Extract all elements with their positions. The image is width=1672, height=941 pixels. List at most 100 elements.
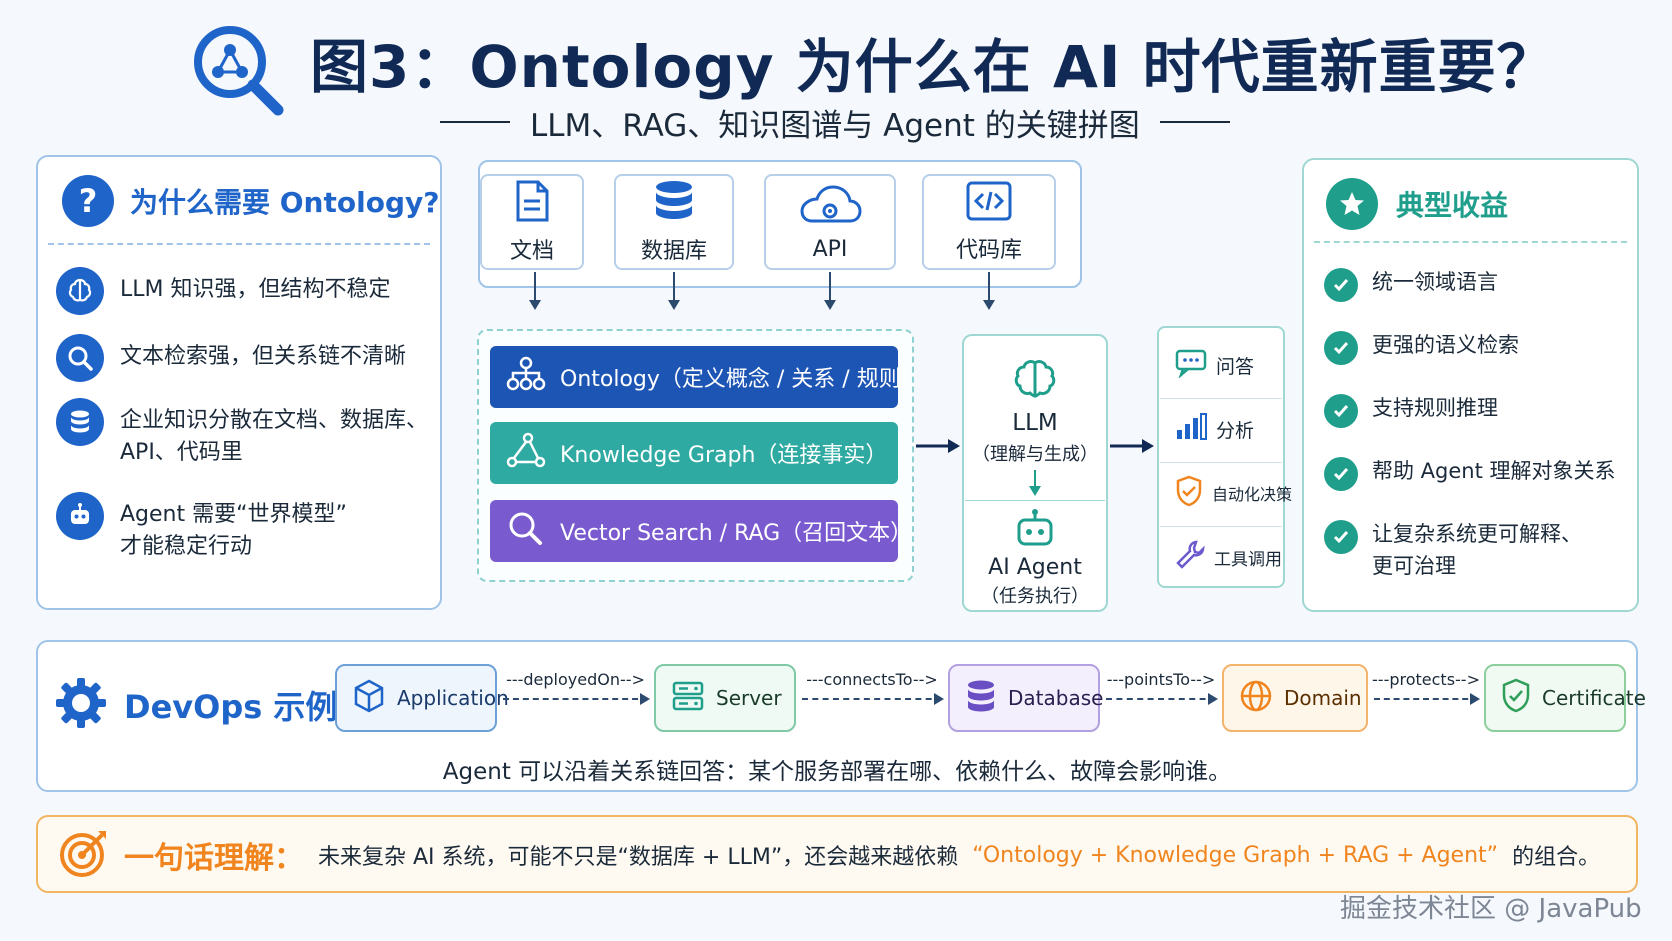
arrow-down [983,272,995,310]
page-title: 图3：Ontology 为什么在 AI 时代重新重要？ [310,33,1556,101]
devops-node-certificate: Certificate [1484,664,1646,732]
why-item-line: 才能稳定行动 [120,534,253,559]
check-icon [1324,394,1358,428]
benefit-line: 让复杂系统更可解释、 [1372,522,1582,546]
brain-icon [1012,358,1058,406]
edge-label: ---connectsTo--> [806,670,938,689]
output-divider [1160,398,1282,399]
output-item: 问答 [1160,334,1282,396]
shield-check-icon [1500,678,1532,719]
check-icon [1324,331,1358,365]
database-icon [964,678,998,719]
edge-label: ---deployedOn--> [506,670,645,689]
devops-node-domain: Domain [1222,664,1368,732]
layer-knowledge-graph: Knowledge Graph（连接事实） [490,422,898,484]
benefit-item: 支持规则推理 [1324,392,1634,428]
agent-title: AI Agent [988,555,1082,580]
benefits-header: 典型收益 [1326,178,1508,230]
subtitle-rule-left [440,121,510,123]
arrow-right [916,439,960,453]
devops-caption: Agent 可以沿着关系链回答：某个服务部署在哪、依赖什么、故障会影响谁。 [442,759,1232,785]
star-icon [1326,178,1378,230]
devops-edge: ---deployedOn--> [503,670,650,710]
source-database: 数据库 [614,174,734,270]
llm-subtitle: （理解与生成） [972,444,1098,465]
devops-node-server: Server [654,664,796,732]
devops-node-database: Database [948,664,1104,732]
chat-icon [1174,348,1208,382]
edge-label: ---pointsTo--> [1106,670,1216,689]
benefit-line: 更可治理 [1372,554,1456,578]
output-divider [1160,462,1282,463]
source-label: 文档 [509,239,554,264]
devops-node-application: Application [335,664,509,732]
summary-panel [36,815,1638,893]
robot-icon [56,492,104,540]
magnifier-graph-icon [190,22,290,122]
shield-check-icon [1174,475,1204,511]
server-icon [670,678,706,719]
bar-chart-icon [1174,412,1208,446]
benefit-text: 统一领域语言 [1372,270,1498,294]
benefit-item: 统一领域语言 [1324,266,1634,302]
node-label: Database [1008,686,1104,710]
node-label: Server [716,686,782,710]
brain-icon [56,267,104,315]
devops-edge: ---connectsTo--> [802,670,944,710]
summary-text: 未来复杂 AI 系统，可能不只是“数据库 + LLM”，还会越来越依赖 [318,845,959,870]
why-item-line: API、代码里 [120,440,243,465]
arrow-down [824,272,836,310]
why-panel [36,155,442,610]
output-label: 自动化决策 [1212,485,1293,504]
layer-label: Knowledge Graph（连接事实） [560,443,888,468]
database-icon [652,179,696,227]
check-icon [1324,457,1358,491]
why-item-line: Agent 需要“世界模型” [120,502,347,527]
arrow-right [1110,439,1154,453]
page-subtitle: LLM、RAG、知识图谱与 Agent 的关键拼图 [530,107,1140,144]
summary-label: 一句话理解： [124,841,304,876]
why-item: 文本检索强，但关系链不清晰 [56,334,436,382]
output-label: 问答 [1216,355,1255,378]
why-item-text: LLM 知识强，但结构不稳定 [120,277,391,302]
robot-icon [1012,508,1058,554]
edge-line [1374,693,1480,705]
devops-header: DevOps 示例 [54,676,337,734]
summary-highlight: “Ontology + Knowledge Graph + RAG + Agen… [972,842,1499,868]
output-item: 分析 [1160,398,1282,460]
subtitle-rule-right [1159,121,1230,123]
benefit-item: 让复杂系统更可解释、 更可治理 [1324,518,1634,582]
benefit-text: 支持规则推理 [1372,396,1498,420]
edge-line [802,693,944,705]
llm-agent-divider [965,500,1105,501]
llm-title: LLM [1012,410,1058,436]
node-label: Certificate [1542,686,1646,710]
cloud-gear-icon [798,183,862,231]
summary-row: 一句话理解： 未来复杂 AI 系统，可能不只是“数据库 + LLM”，还会越来越… [58,822,1600,888]
hierarchy-icon [506,356,546,398]
target-icon [58,827,110,883]
why-divider [48,243,430,245]
benefit-item: 帮助 Agent 理解对象关系 [1324,455,1634,491]
search-icon [506,510,546,552]
layer-label: Ontology（定义概念 / 关系 / 规则） [560,367,923,392]
arrow-down [1029,470,1041,496]
search-icon [56,334,104,382]
source-label: 数据库 [640,239,707,264]
arrow-down [668,272,680,310]
devops-edge: ---protects--> [1372,670,1480,710]
benefits-panel [1302,158,1639,612]
output-divider [1160,526,1282,527]
source-code: 代码库 [922,174,1056,270]
why-item: Agent 需要“世界模型” 才能稳定行动 [56,492,436,563]
benefit-item: 更强的语义检索 [1324,329,1634,365]
question-icon: ? [62,175,114,227]
benefit-text: 更强的语义检索 [1372,333,1519,357]
why-item: 企业知识分散在文档、数据库、 API、代码里 [56,398,436,469]
gear-icon [54,676,108,734]
output-item: 自动化决策 [1160,462,1292,524]
output-item: 工具调用 [1160,526,1282,588]
node-label: Application [397,686,509,710]
benefit-text: 让复杂系统更可解释、 更可治理 [1372,518,1582,582]
agent-subtitle: （任务执行） [981,586,1089,607]
